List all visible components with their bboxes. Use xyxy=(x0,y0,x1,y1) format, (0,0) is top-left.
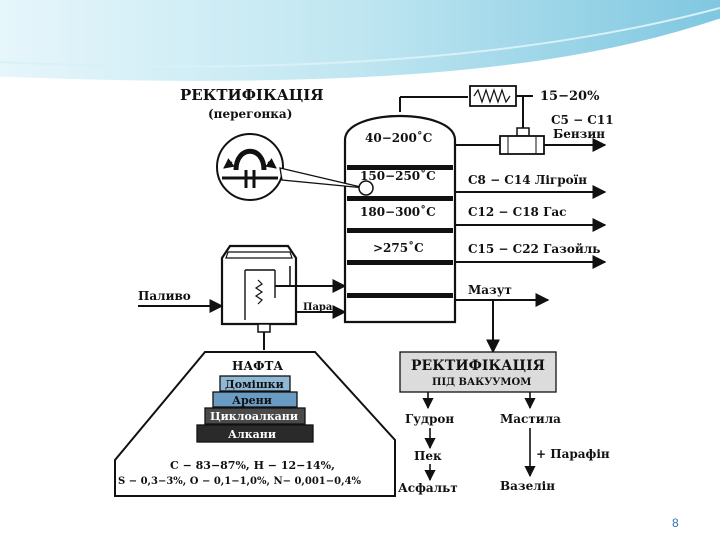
oil-layer-impurities: Домішки xyxy=(225,378,284,391)
distillation-column xyxy=(343,96,468,324)
fraction-name-gasoline: Бензин xyxy=(553,127,605,141)
condenser xyxy=(469,85,533,137)
fraction-label-gasoil: С15 − С22 Газойль xyxy=(468,242,600,256)
vacuum-subtitle: ПІД ВАКУУМОМ xyxy=(432,377,531,388)
bubble-cap-detail xyxy=(216,133,284,201)
product-gudron: Гудрон xyxy=(405,412,454,426)
fuel-label: Паливо xyxy=(138,289,191,303)
diagram-title: РЕКТИФІКАЦІЯ xyxy=(180,86,324,104)
vacuum-title: РЕКТИФІКАЦІЯ xyxy=(411,358,545,374)
condenser-percent: 15−20% xyxy=(540,89,600,104)
product-pitch: Пек xyxy=(414,449,442,463)
product-asphalt: Асфальт xyxy=(398,481,458,495)
oil-label: НАФТА xyxy=(232,359,283,373)
oil-composition-line1: С − 83−87%, Н − 12−14%, xyxy=(170,459,335,472)
fraction-formula-gasoline: С5 − С11 xyxy=(551,113,614,127)
vacuum-rectification-box xyxy=(399,351,557,393)
oil-layer-alkanes: Алкани xyxy=(228,428,276,441)
product-paraffin: + Парафін xyxy=(536,447,610,461)
header-wave xyxy=(0,0,720,84)
mazut-label: Мазут xyxy=(468,283,512,297)
oil-composition-line2: S − 0,3−3%, О − 0,1−1,0%, N− 0,001−0,4% xyxy=(118,476,362,487)
tube-furnace xyxy=(220,244,298,350)
fraction-label-ligroin: С8 − С14 Лігроїн xyxy=(468,173,587,187)
oil-layer-arenes: Арени xyxy=(232,394,272,407)
product-oils: Мастила xyxy=(500,412,561,426)
oil-layer-cycloalkanes: Циклоалкани xyxy=(210,410,298,423)
zone-temp: 180−300˚С xyxy=(360,204,436,219)
product-vaseline: Вазелін xyxy=(500,479,555,493)
separator-vessel xyxy=(499,135,545,155)
slide-number: 8 xyxy=(672,516,679,530)
zone-temp: >275˚С xyxy=(373,240,424,255)
zone-temp: 40−200˚С xyxy=(365,130,432,145)
diagram-subtitle: (перегонка) xyxy=(208,107,292,121)
fraction-label-kerosene: С12 − С18 Гас xyxy=(468,205,566,219)
steam-label: Пара xyxy=(303,302,333,313)
zone-temp: 150−250˚С xyxy=(360,168,436,183)
